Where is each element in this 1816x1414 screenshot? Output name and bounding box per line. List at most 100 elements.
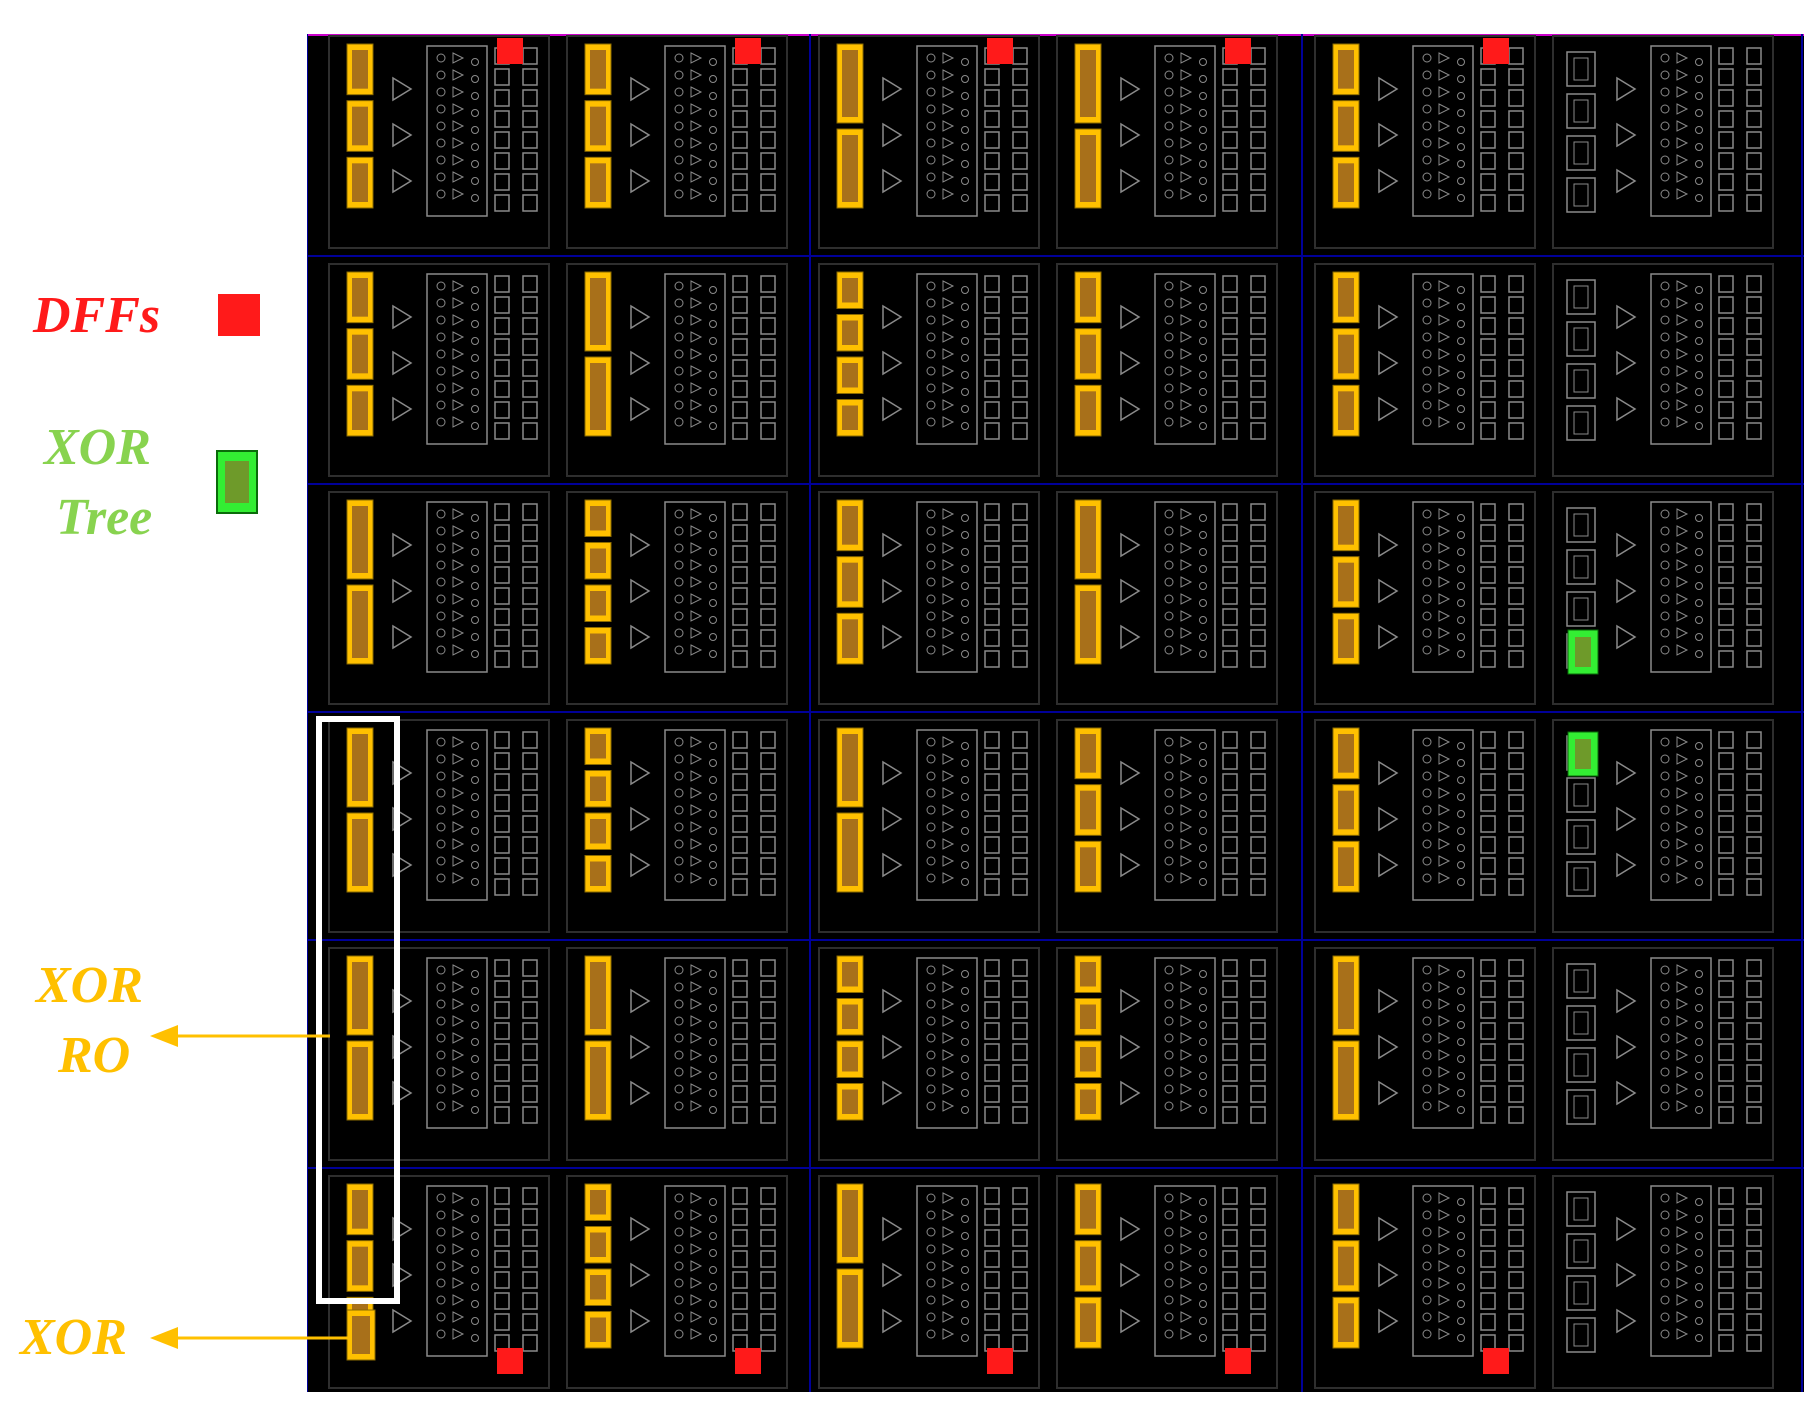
logic-gate: [1199, 582, 1207, 590]
xor-cell-core: [842, 50, 858, 117]
logic-gate: [1199, 565, 1207, 573]
logic-gate: [1164, 1261, 1174, 1271]
register-cell: [732, 173, 748, 191]
logic-gate: [674, 1016, 684, 1026]
buffer-triangle: [1120, 806, 1141, 832]
logic-gate: [926, 628, 936, 638]
logic-block: [1154, 729, 1216, 901]
logic-gate: [1438, 610, 1451, 622]
logic-gate: [1695, 1249, 1703, 1257]
logic-gate: [1422, 754, 1432, 764]
buffer-triangle: [392, 396, 413, 422]
logic-gate: [1695, 531, 1703, 539]
register-cell: [1718, 1187, 1734, 1205]
logic-gate: [1422, 70, 1432, 80]
logic-gate: [690, 1243, 703, 1255]
logic-gate: [436, 366, 446, 376]
register-cell: [1480, 89, 1496, 107]
register-cell: [522, 1106, 538, 1124]
register-cell: [1718, 587, 1734, 605]
logic-gate: [1660, 856, 1670, 866]
logic-gate: [1199, 548, 1207, 556]
register-cell: [494, 794, 510, 812]
single-xor-cell-core: [352, 1316, 370, 1354]
buffer-triangle: [630, 396, 651, 422]
logic-gate: [1660, 281, 1670, 291]
logic-gate: [709, 633, 717, 641]
register-cell: [732, 89, 748, 107]
logic-gate: [926, 53, 936, 63]
register-cell: [522, 1085, 538, 1103]
logic-gate: [1199, 1038, 1207, 1046]
logic-gate: [1164, 1067, 1174, 1077]
logic-gate: [452, 103, 465, 115]
register-cell: [494, 194, 510, 212]
logic-gate: [674, 121, 684, 131]
buffer-triangle: [882, 1216, 903, 1242]
logic-gate: [1164, 1050, 1174, 1060]
logic-gate: [961, 776, 969, 784]
logic-block: [1412, 957, 1474, 1129]
logic-gate: [690, 297, 703, 309]
register-cell: [1508, 752, 1524, 770]
logic-gate: [1457, 565, 1465, 573]
logic-gate: [1457, 388, 1465, 396]
register-cell: [1250, 1022, 1266, 1040]
logic-gate: [690, 365, 703, 377]
register-cell: [522, 980, 538, 998]
register-cell: [1012, 275, 1028, 293]
register-cell: [984, 629, 1000, 647]
dff-marker: [987, 1348, 1013, 1374]
logic-gate: [1660, 400, 1670, 410]
xor-cell-core: [590, 962, 606, 1029]
register-cell: [760, 836, 776, 854]
logic-gate: [1660, 366, 1670, 376]
logic-gate: [961, 1232, 969, 1240]
xor-cell-core: [1338, 1047, 1354, 1114]
logic-gate: [942, 838, 955, 850]
logic-gate: [471, 303, 479, 311]
logic-gate: [942, 137, 955, 149]
logic-gate: [1457, 810, 1465, 818]
logic-gate: [690, 154, 703, 166]
logic-gate: [1695, 633, 1703, 641]
register-cell: [494, 68, 510, 86]
logic-gate: [926, 366, 936, 376]
logic-gate: [1180, 821, 1193, 833]
logic-block: [1412, 501, 1474, 673]
logic-gate: [926, 1050, 936, 1060]
buffer-triangle: [1378, 396, 1399, 422]
logic-gate: [709, 514, 717, 522]
register-cell: [984, 608, 1000, 626]
register-cell: [1480, 524, 1496, 542]
layout-tile: [818, 35, 1040, 249]
logic-gate: [942, 86, 955, 98]
logic-gate: [926, 332, 936, 342]
register-cell: [494, 545, 510, 563]
logic-gate: [1695, 776, 1703, 784]
logic-gate: [926, 965, 936, 975]
logic-gate: [452, 280, 465, 292]
xor-cell-core: [1080, 790, 1096, 830]
logic-gate: [471, 337, 479, 345]
logic-gate: [471, 827, 479, 835]
logic-gate: [436, 1101, 446, 1111]
register-cell: [732, 380, 748, 398]
register-cell: [1012, 1229, 1028, 1247]
buffer-triangle: [882, 624, 903, 650]
logic-gate: [1164, 611, 1174, 621]
logic-gate: [942, 1243, 955, 1255]
logic-gate: [471, 405, 479, 413]
register-cell: [1508, 1250, 1524, 1268]
register-cell: [1746, 1187, 1762, 1205]
logic-block: [916, 957, 978, 1129]
logic-gate: [1660, 560, 1670, 570]
buffer-triangle: [882, 760, 903, 786]
logic-gate: [709, 582, 717, 590]
logic-gate: [1660, 645, 1670, 655]
logic-gate: [1422, 788, 1432, 798]
logic-gate: [1422, 1244, 1432, 1254]
register-cell: [494, 401, 510, 419]
register-cell: [522, 503, 538, 521]
logic-gate: [961, 177, 969, 185]
